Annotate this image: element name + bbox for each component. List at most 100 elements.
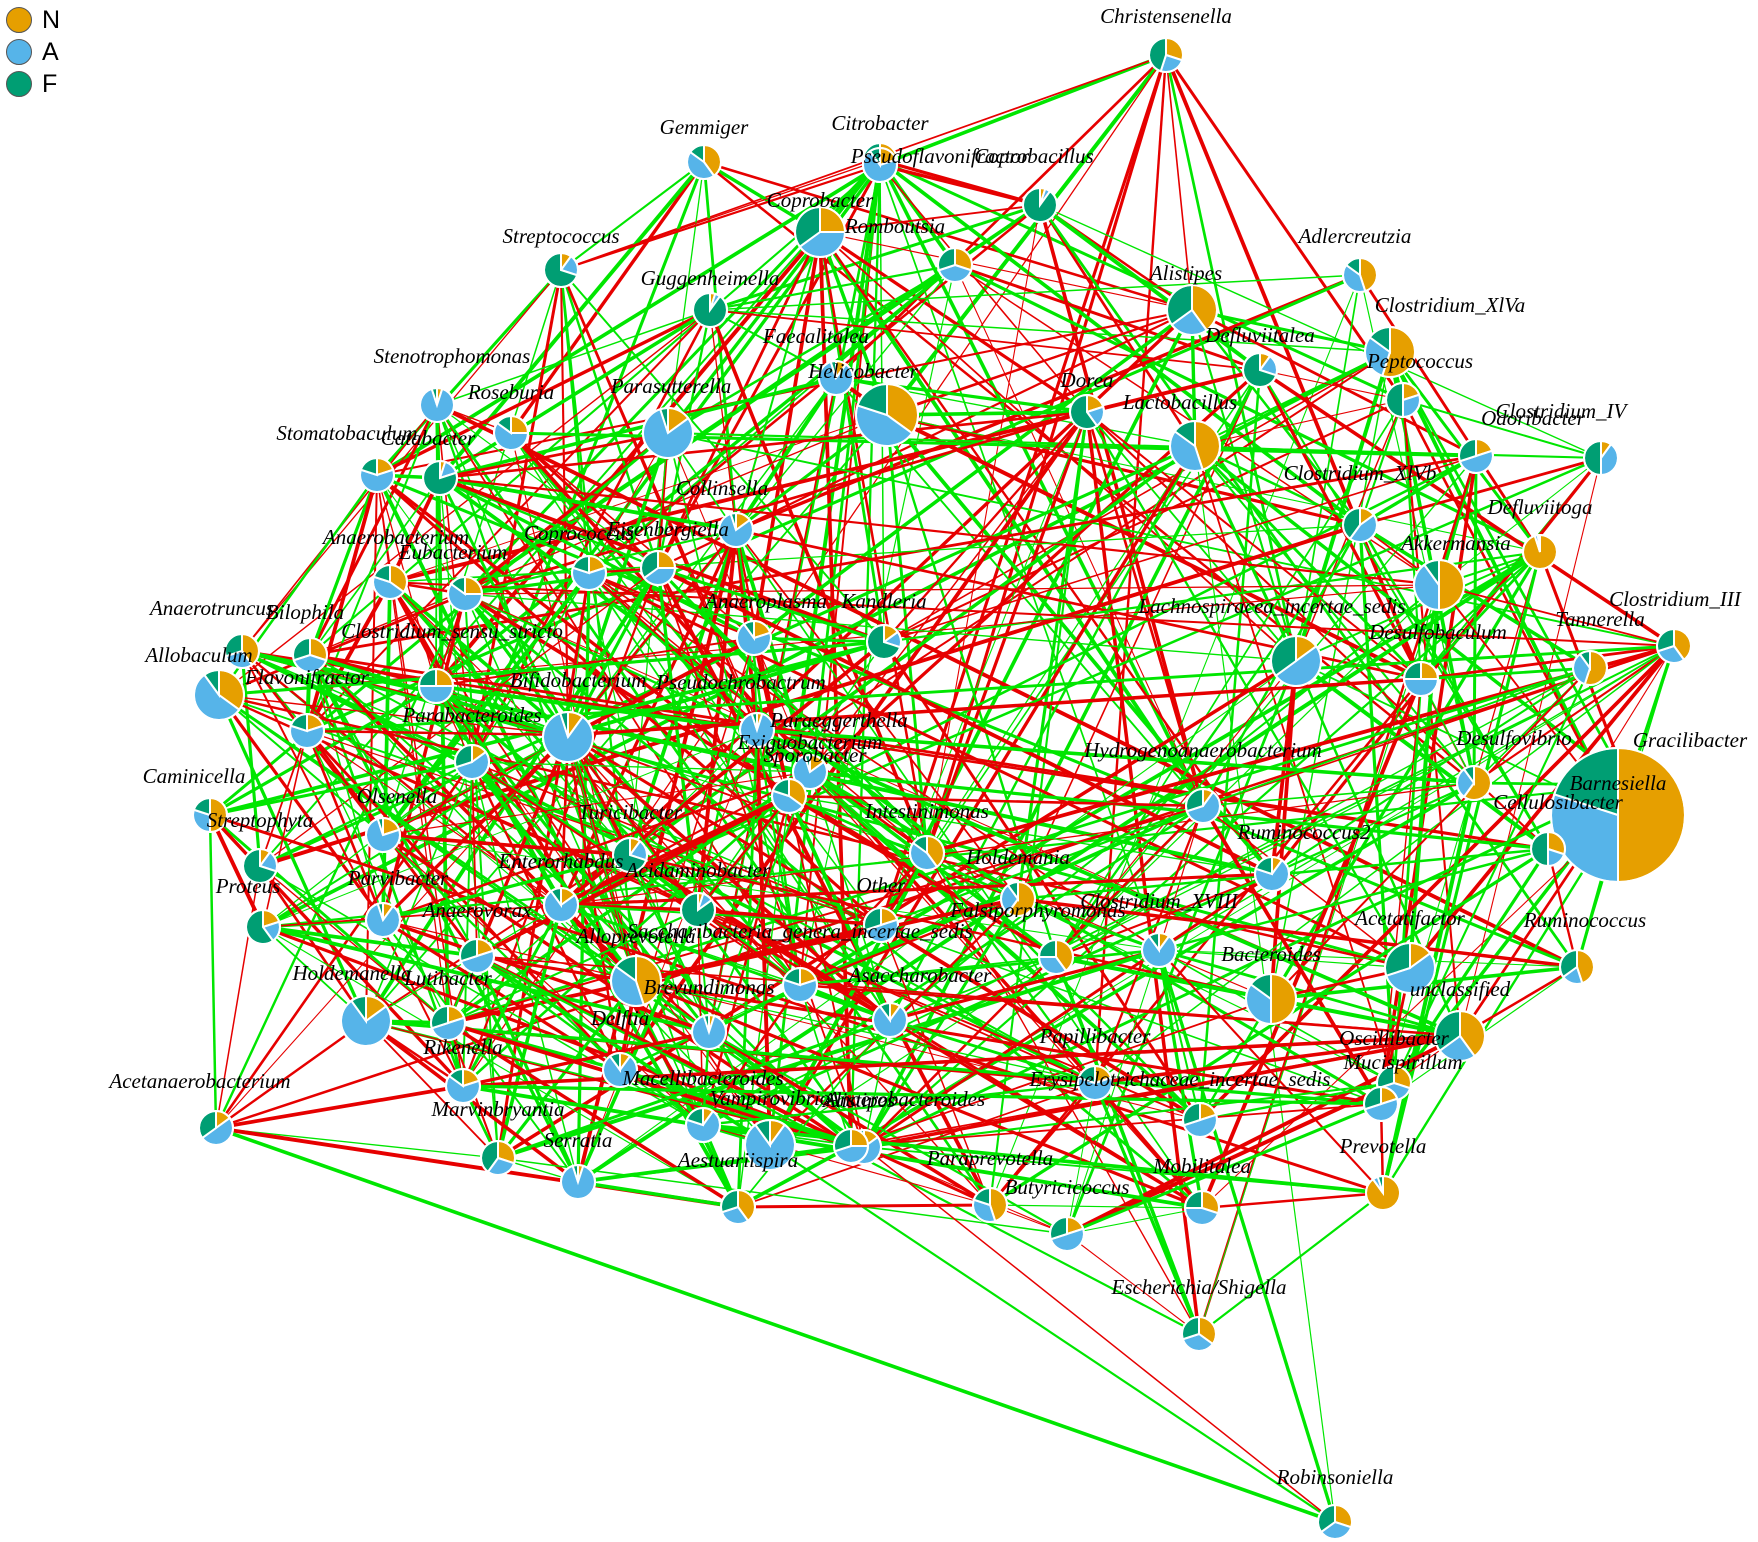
edge — [262, 730, 308, 928]
edge — [878, 158, 1362, 527]
node-outline — [193, 669, 245, 721]
edge — [799, 264, 956, 986]
edge — [697, 795, 790, 911]
edge — [735, 231, 821, 531]
node-hydrogenoanaerobacterium: Hydrogenoanaerobacterium — [1083, 738, 1322, 824]
edge — [879, 309, 1194, 926]
node-label: Cellulosibacter — [1493, 790, 1623, 814]
edge — [954, 263, 1541, 554]
edge — [436, 404, 659, 569]
node-label: Mucispirillum — [1343, 1050, 1463, 1074]
node-outline — [1245, 973, 1297, 1025]
node-outline — [744, 1119, 796, 1171]
node-label: Alistipes — [821, 1088, 895, 1112]
node-unclassified: unclassified — [1410, 977, 1511, 1062]
node-outline — [365, 817, 401, 853]
node-label: Desulfovibrio — [1455, 726, 1572, 750]
node-falsiporphyromonas: Falsiporphyromonas — [949, 898, 1126, 975]
node-vampirovibrio: Vampirovibrio — [710, 1086, 831, 1171]
node-outline — [855, 383, 919, 447]
edge — [883, 399, 1404, 643]
node-outline — [818, 360, 854, 396]
edge — [218, 694, 1096, 1084]
edge — [258, 865, 368, 1022]
node-bilophila: Bilophila — [266, 600, 344, 673]
edge — [879, 54, 1168, 926]
edge — [462, 1030, 710, 1088]
edge — [1359, 454, 1477, 527]
edge — [567, 677, 1422, 737]
node-outline — [543, 252, 579, 288]
node-barnesiella: Barnesiella — [1550, 746, 1686, 884]
edge — [308, 474, 379, 656]
edge — [306, 404, 438, 732]
edge — [439, 308, 711, 480]
edge — [885, 53, 1168, 417]
node-outline — [1181, 1316, 1217, 1352]
node-label: Streptophyta — [207, 808, 314, 832]
node-outline — [418, 668, 454, 704]
node-outline — [1342, 257, 1378, 293]
node-holdemania: Holdemania — [965, 845, 1070, 917]
node-clostridium-xlva: Clostridium_XlVa — [1363, 293, 1525, 378]
node-label: Vampirovibrio — [710, 1086, 831, 1110]
edge — [954, 263, 1261, 372]
node-romboutsia: Romboutsia — [844, 214, 973, 283]
edge — [709, 203, 1041, 312]
edge — [439, 376, 837, 480]
edge — [1164, 54, 1405, 401]
node-ruminococcus2: Ruminococcus2 — [1237, 820, 1371, 892]
node-turicibacter: Turicibacter — [578, 800, 683, 873]
node-acidaminobacter: Acidaminobacter — [624, 858, 771, 928]
edge — [886, 413, 1361, 527]
edge — [988, 1082, 1097, 1206]
node-label: Clostridium_XVIII — [1080, 889, 1238, 913]
edge — [1039, 204, 1602, 459]
edge — [697, 908, 891, 1022]
edge — [1269, 551, 1542, 1000]
node-outline — [909, 835, 945, 871]
node-outline — [612, 837, 648, 873]
node-outline — [422, 460, 458, 496]
edge — [1157, 949, 1204, 1209]
edge — [1066, 1233, 1200, 1335]
edge — [886, 410, 1088, 417]
node-label: Peptococcus — [1366, 349, 1473, 373]
edge — [709, 309, 1391, 353]
edge — [1158, 645, 1675, 951]
edge — [496, 904, 563, 1159]
edge — [734, 376, 838, 532]
node-outline — [833, 1128, 869, 1164]
edge — [382, 269, 562, 836]
node-outline — [198, 1110, 234, 1146]
node-allobaculum: Allobaculum — [143, 643, 253, 721]
edge — [476, 794, 790, 958]
node-ruminococcus: Ruminococcus — [1523, 908, 1646, 985]
legend-item-n: N — [6, 4, 60, 36]
node-label: Streptococcus — [502, 224, 619, 248]
edge — [1358, 524, 1550, 850]
edge — [1381, 782, 1476, 1194]
node-label: Clostridium_IV — [1496, 399, 1629, 423]
node-label: Sporobacter — [763, 743, 867, 767]
node-eubacterium: Eubacterium — [398, 540, 507, 612]
node-outline — [1522, 534, 1558, 570]
node-outline — [1166, 284, 1218, 336]
edge — [703, 160, 1193, 312]
edge — [1295, 551, 1541, 662]
edge — [889, 956, 1057, 1021]
edge — [1259, 369, 1404, 401]
node-proteus: Proteus — [215, 874, 281, 945]
node-eisenbergiella: Eisenbergiella — [606, 517, 729, 586]
edge — [697, 909, 710, 1033]
legend-swatch-a — [6, 39, 32, 65]
node-label: Lactobacillus — [1122, 390, 1237, 414]
edge — [1158, 949, 1201, 1121]
edge — [259, 523, 1361, 868]
node-outline — [642, 407, 694, 459]
edge — [863, 805, 1204, 1148]
node-oscillibacter: Oscillibacter — [1339, 1026, 1450, 1101]
node-label: Gracilibacter — [1633, 728, 1748, 752]
edge — [381, 735, 570, 922]
node-label: Caminicella — [143, 764, 246, 788]
